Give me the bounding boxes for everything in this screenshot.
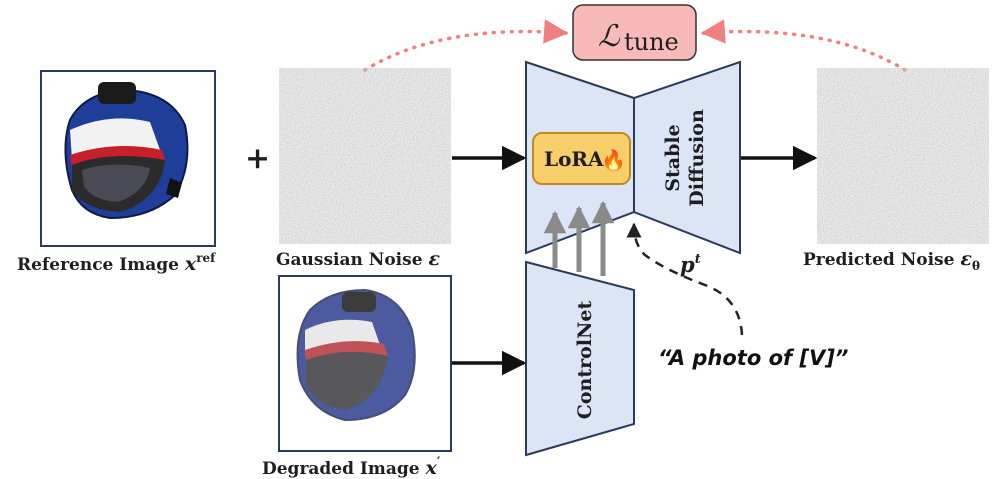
prompt-dashed-arrow (626, 222, 744, 336)
pt-label: pt (680, 252, 701, 277)
loss-arrow-from-gaussian-noise (363, 19, 569, 72)
degraded-helmet-illustration (296, 288, 416, 422)
plus-sign: + (245, 141, 270, 176)
lora-label: LoRA (544, 147, 604, 171)
controlnet-block (525, 260, 635, 457)
controlnet-module: ControlNet (525, 260, 635, 457)
caption-degraded-image: Degraded Image x′ (262, 455, 441, 479)
controlnet-label: ControlNet (574, 301, 596, 420)
loss-subscript: tune (624, 28, 679, 56)
loss-symbol: ℒ (598, 19, 621, 54)
lora-module: LoRA 🔥 (532, 132, 631, 185)
helmet-illustration (64, 82, 189, 220)
prompt-text: “A photo of [V]” (658, 346, 848, 370)
loss-arrow-from-predicted-noise (700, 19, 907, 72)
caption-predicted-noise: Predicted Noise εθ (803, 248, 980, 273)
unet-label-line1: Stable (662, 124, 684, 191)
caption-reference-image: Reference Image xref (17, 251, 216, 275)
degraded-image (278, 275, 452, 452)
loss-node: ℒ tune (572, 4, 697, 61)
loss-box (572, 4, 697, 61)
predicted-noise-image (817, 68, 989, 244)
gaussian-noise-image (279, 68, 451, 244)
caption-gaussian-noise: Gaussian Noise ε (276, 248, 440, 270)
reference-image (40, 70, 216, 247)
lora-box (532, 132, 631, 185)
unet-label-line2: Diffusion (686, 109, 708, 207)
fire-icon: 🔥 (601, 148, 626, 172)
unet-decoder (633, 60, 741, 255)
